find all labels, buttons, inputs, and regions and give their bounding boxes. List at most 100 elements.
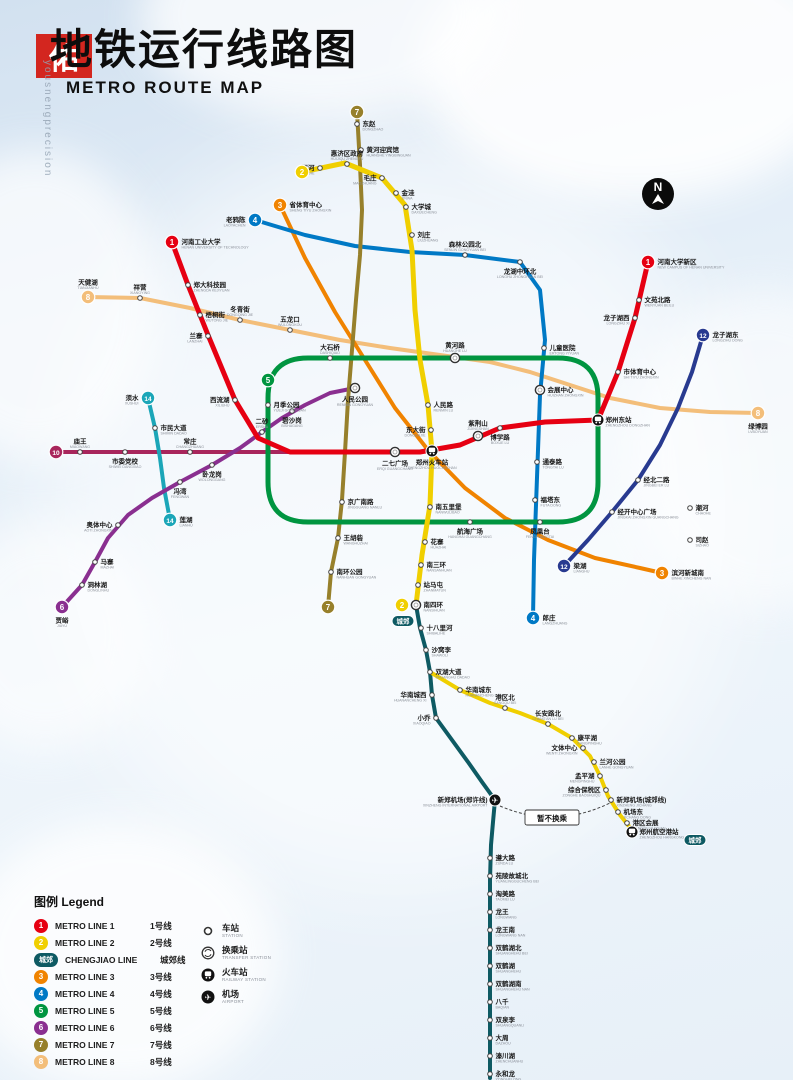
line-badge-1: 1 (164, 234, 180, 250)
legend-line-name-zh: 5号线 (150, 1005, 172, 1016)
station-新郑机场(城郊线): 新郑机场(城郊线)XINZHENG JICHANG (608, 795, 666, 808)
station-dot (487, 999, 493, 1005)
station-label-en: SHIBALIHE (427, 632, 446, 636)
station-label-en: LANHE GONGYUAN (600, 766, 634, 770)
station-label: 溱川湖 (496, 1051, 516, 1060)
legend-line-badge: 2 (34, 935, 48, 950)
station-dot (187, 449, 193, 455)
station-label: 马寨 (101, 557, 115, 566)
station-label-en: SHUANGHEHU (496, 970, 522, 974)
metro-line-6 (60, 386, 357, 609)
station-dot (487, 873, 493, 879)
metro-line-8 (86, 295, 760, 415)
legend-symbol-label-en: RAILWAY STATION (222, 976, 266, 982)
legend-line-name-en: METRO LINE 4 (55, 988, 115, 999)
station-dot (502, 705, 508, 711)
metro-line-3 (278, 203, 664, 575)
line-badge-8: 8 (750, 405, 766, 421)
svg-text:城郊: 城郊 (689, 835, 703, 844)
transfer-station-icon (389, 446, 401, 458)
station-label: 二七广场 (382, 459, 409, 468)
legend-line-badge: 7 (34, 1037, 48, 1052)
station-dot (487, 1053, 493, 1059)
station-label-en: HUIZHAN ZHONGXIN (548, 394, 584, 398)
station-label-en: NANHUAN GONGYUAN (337, 576, 377, 580)
station-label-en: WENYUAN BEILU (645, 304, 675, 308)
station-dot (635, 477, 641, 483)
page-title: 地铁运行线路图 (50, 26, 359, 73)
legend-symbol-label-en: TRANSFER STATION (222, 954, 272, 960)
station-label: 凤凰台 (530, 527, 550, 536)
transfer-station-icon (534, 384, 546, 396)
station-label-en: SHUANGHU DADAO (436, 676, 471, 680)
station-label-en: BOXUE LU (491, 441, 510, 445)
station-贾河: 贾河JIAHE (302, 163, 323, 176)
station-label-en: LAOYACHEN (224, 224, 246, 228)
station-dot (425, 402, 431, 408)
metro-line-14 (146, 396, 172, 522)
station-label: 站马屯 (424, 580, 444, 589)
station-label-en: WENTI ZHONGXIN (546, 752, 578, 756)
station-label: 人民公园 (342, 395, 369, 404)
station-dot (422, 539, 428, 545)
station-label-en: SHUANGHEHU NAN (496, 988, 531, 992)
line-badge-7: 7 (349, 104, 365, 120)
station-label-en: HUANGHE LU (443, 349, 467, 353)
station-label-en: LONGZIHU DONG (713, 339, 744, 343)
station-label: 惠济区政府 (331, 149, 364, 158)
station-label-en: BINHE XINCHENG NAN (672, 577, 712, 581)
station-label-en: LONGZIHU XI (607, 322, 630, 326)
station-label-en: JINWA (402, 197, 414, 201)
station-icon (200, 923, 216, 939)
station-label: 王胡砦 (344, 533, 364, 542)
station-label: 康平湖 (578, 733, 598, 742)
station-dot (418, 625, 424, 631)
legend-line-name-en: METRO LINE 3 (55, 971, 115, 982)
railway-icon (200, 967, 216, 983)
line-badge-12: 12 (695, 327, 711, 343)
station-label: 潮河 (696, 503, 710, 512)
station-label-en: RENMIN LU (434, 409, 454, 413)
transfer-station-icon (349, 382, 361, 394)
station-label-en: XUSHUI (125, 402, 139, 406)
station-label-en: JINGGUANG NANLU (348, 506, 383, 510)
line-badge-2: 2 (394, 597, 410, 613)
svg-text:✈: ✈ (205, 993, 212, 1002)
station-label: 双鹤湖南 (496, 979, 523, 988)
legend-line-badge: 6 (34, 1020, 48, 1035)
station-新郑机场(郑许线): ✈新郑机场(郑许线)XINZHENG INTERNATIONAL AIRPORT (423, 793, 502, 808)
line-badge-5: 5 (260, 372, 276, 388)
station-dot (615, 809, 621, 815)
station-label-en: LIANGHU (574, 570, 590, 574)
station-dot (615, 369, 621, 375)
svg-text:2: 2 (300, 168, 305, 177)
station-label: 文苑北路 (644, 295, 672, 304)
station-label: 郑州火车站 (416, 458, 449, 467)
station-label-en: TONGTAI LU (543, 466, 565, 470)
